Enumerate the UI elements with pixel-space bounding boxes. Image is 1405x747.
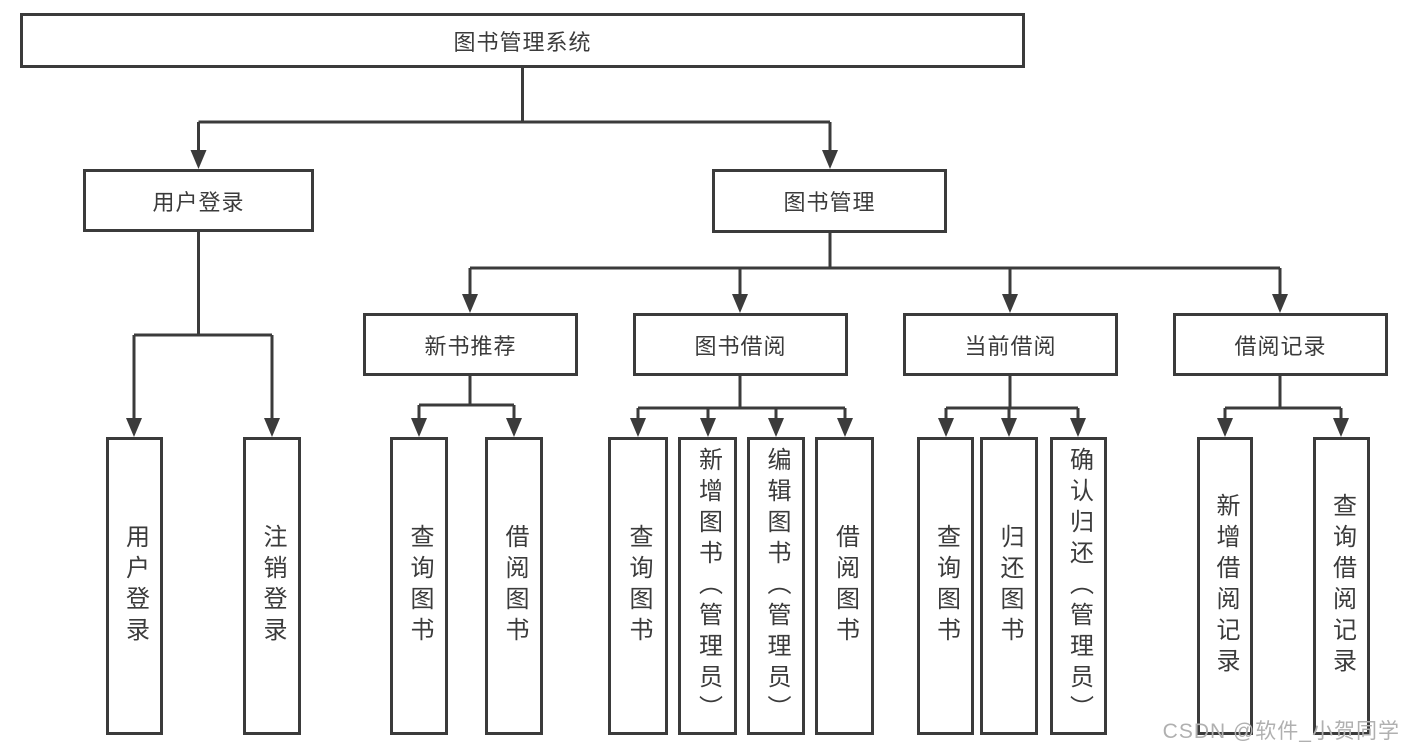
node-book-management: 图书管理 <box>712 169 947 233</box>
node-user-login-label: 用户登录 <box>152 189 245 215</box>
node-root: 图书管理系统 <box>20 13 1025 68</box>
node-current-borrowing-label: 当前借阅 <box>964 333 1057 359</box>
arrowhead-icon <box>732 294 748 313</box>
arrowhead-icon <box>700 418 716 437</box>
leaf-logout-label: 注销登录 <box>259 524 286 648</box>
leaf-nbr-query-book-label: 查询图书 <box>406 524 433 648</box>
connector-root-to-level2 <box>197 68 832 152</box>
arrowhead-icon <box>126 418 142 437</box>
node-user-login: 用户登录 <box>83 169 314 232</box>
arrowhead-icon <box>938 418 954 437</box>
leaf-bb-add-book: 新增图书（管理员） <box>678 437 737 735</box>
connector-bookborrow-to-leaves <box>636 376 847 420</box>
leaf-nbr-borrow-book-label: 借阅图书 <box>501 524 528 648</box>
leaf-br-add-record: 新增借阅记录 <box>1197 437 1253 735</box>
leaf-cb-return-book-label: 归还图书 <box>996 524 1023 648</box>
arrowhead-icon <box>822 150 838 169</box>
node-borrowing-records-label: 借阅记录 <box>1234 333 1327 359</box>
leaf-br-add-record-label: 新增借阅记录 <box>1212 493 1239 679</box>
connector-currentborrow-to-leaves <box>944 376 1080 420</box>
leaf-bb-borrow-book: 借阅图书 <box>815 437 874 735</box>
node-current-borrowing: 当前借阅 <box>903 313 1118 376</box>
leaf-cb-return-book: 归还图书 <box>980 437 1038 735</box>
leaf-nbr-borrow-book: 借阅图书 <box>485 437 543 735</box>
leaf-user-login-label: 用户登录 <box>121 524 149 648</box>
connector-newbookrec-to-leaves <box>417 376 516 420</box>
leaf-bb-edit-book-label: 编辑图书（管理员） <box>763 446 790 726</box>
arrowhead-icon <box>1001 418 1017 437</box>
leaf-bb-borrow-book-label: 借阅图书 <box>831 524 859 648</box>
arrowhead-icon <box>1217 418 1233 437</box>
leaf-user-login: 用户登录 <box>106 437 163 735</box>
leaf-cb-confirm-return: 确认归还（管理员） <box>1050 437 1107 735</box>
arrowhead-icon <box>190 150 207 169</box>
arrowhead-icon <box>462 294 478 313</box>
arrowhead-icon <box>837 418 853 437</box>
leaf-bb-query-book: 查询图书 <box>608 437 668 735</box>
arrowhead-icon <box>768 418 784 437</box>
leaf-cb-query-book: 查询图书 <box>917 437 974 735</box>
node-borrowing-records: 借阅记录 <box>1173 313 1388 376</box>
node-new-book-recommendation: 新书推荐 <box>363 313 578 376</box>
arrowhead-icon <box>1272 294 1288 313</box>
leaf-nbr-query-book: 查询图书 <box>390 437 448 735</box>
node-book-borrowing: 图书借阅 <box>633 313 848 376</box>
watermark: CSDN @软件_小贺同学 <box>1162 720 1400 743</box>
node-book-borrowing-label: 图书借阅 <box>694 333 787 359</box>
leaf-logout: 注销登录 <box>243 437 301 735</box>
arrowhead-icon <box>1070 418 1086 437</box>
connector-bookmgmt-to-level3 <box>468 233 1282 296</box>
arrowhead-icon <box>630 418 646 437</box>
leaf-cb-confirm-return-label: 确认归还（管理员） <box>1065 446 1093 726</box>
node-root-label: 图书管理系统 <box>453 29 592 55</box>
leaf-bb-edit-book: 编辑图书（管理员） <box>747 437 805 735</box>
leaf-bb-query-book-label: 查询图书 <box>625 524 652 648</box>
leaf-cb-query-book-label: 查询图书 <box>932 524 960 648</box>
arrowhead-icon <box>264 418 280 437</box>
connector-borrowrecords-to-leaves <box>1223 376 1343 420</box>
arrowhead-icon <box>506 418 522 437</box>
node-book-management-label: 图书管理 <box>783 190 876 215</box>
arrowhead-icon <box>1002 294 1018 313</box>
leaf-bb-add-book-label: 新增图书（管理员） <box>694 446 722 726</box>
connector-userlogin-to-leaves <box>132 232 274 420</box>
node-new-book-recommendation-label: 新书推荐 <box>424 333 517 359</box>
arrowhead-icon <box>411 418 427 437</box>
leaf-br-query-record-label: 查询借阅记录 <box>1328 493 1356 679</box>
arrowhead-icon <box>1333 418 1349 437</box>
leaf-br-query-record: 查询借阅记录 <box>1313 437 1370 735</box>
